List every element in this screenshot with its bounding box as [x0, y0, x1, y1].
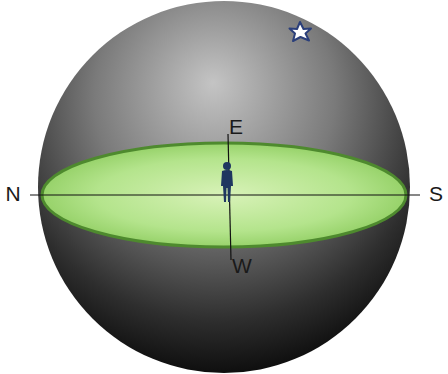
- west-label: W: [232, 255, 252, 276]
- sphere: [38, 1, 410, 373]
- east-label: E: [229, 116, 243, 137]
- observer: [221, 162, 233, 202]
- south-label: S: [429, 183, 443, 204]
- north-label: N: [5, 183, 20, 204]
- star: [290, 22, 312, 41]
